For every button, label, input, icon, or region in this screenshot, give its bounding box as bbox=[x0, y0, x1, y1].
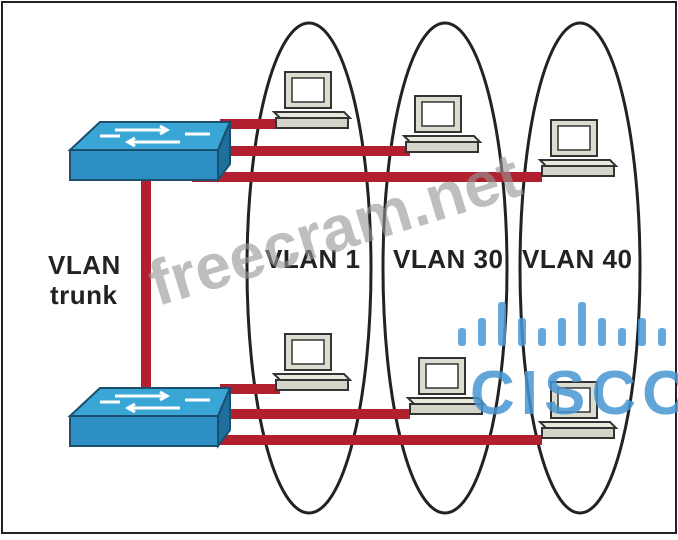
vlan30-label: VLAN 30 bbox=[393, 244, 504, 274]
switch-icon bbox=[68, 386, 232, 448]
trunk-link bbox=[141, 180, 151, 390]
cisco-logo-bars bbox=[458, 302, 666, 346]
vlan40-ellipse bbox=[518, 21, 642, 515]
trunk-label-line1: VLAN bbox=[48, 250, 121, 280]
vlan1-ellipse bbox=[245, 21, 373, 515]
top-switch-links bbox=[192, 119, 542, 182]
vlan1-label: VLAN 1 bbox=[265, 244, 361, 274]
bottom-switch-links bbox=[192, 384, 542, 445]
cisco-logo-text: CISCO bbox=[470, 359, 678, 428]
switch-icon bbox=[68, 120, 232, 182]
vlan40-label: VLAN 40 bbox=[522, 244, 633, 274]
vlan30-ellipse bbox=[381, 21, 509, 515]
trunk-label-line2: trunk bbox=[50, 280, 118, 310]
